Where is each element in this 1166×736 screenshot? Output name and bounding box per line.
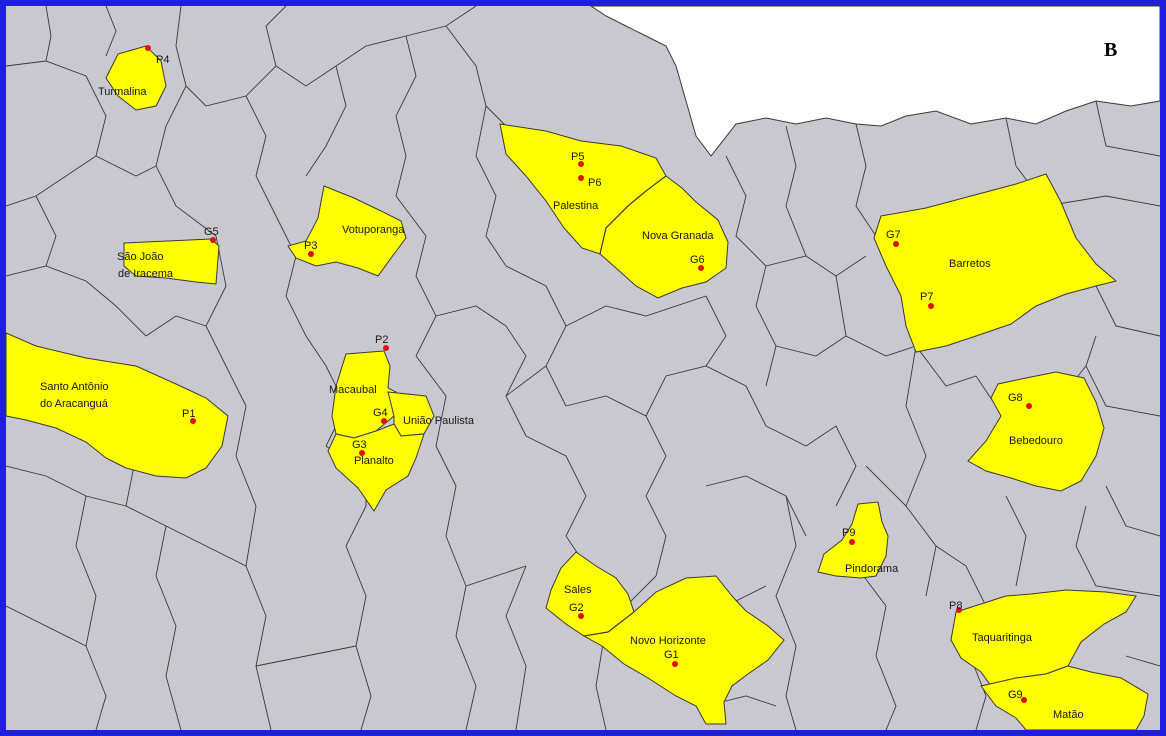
sales-novo-horizonte-divider	[583, 611, 635, 637]
label-bebedouro: Bebedouro	[1009, 435, 1063, 447]
point-g5	[210, 237, 216, 243]
region-taquaritinga	[950, 589, 1137, 687]
label-palestina: Palestina	[553, 200, 599, 212]
point-label-g9: G9	[1008, 689, 1023, 701]
point-p6	[578, 175, 584, 181]
region-bebedouro	[967, 371, 1105, 492]
region-matao	[980, 665, 1149, 730]
label-santo-antonio-line2: do Aracanguá	[40, 398, 109, 410]
palestina-nova-granada-divider	[599, 175, 667, 255]
label-santo-antonio-line1: Santo Antônio	[40, 381, 109, 393]
point-g2	[578, 613, 584, 619]
point-p7	[928, 303, 934, 309]
point-label-p6: P6	[588, 177, 601, 189]
sampling-points: P4 G5 P3 P5 P6 G6 G7 P7 P2 P1 G4 G3 G8 P…	[145, 45, 1032, 703]
region-planalto	[327, 423, 425, 512]
point-label-g2: G2	[569, 602, 584, 614]
point-p3	[308, 251, 314, 257]
label-matao: Matão	[1053, 709, 1084, 721]
point-label-g3: G3	[352, 439, 367, 451]
municipality-labels: Turmalina São João de Iracema Votuporang…	[40, 86, 1084, 721]
point-g7	[893, 241, 899, 247]
region-santo-antonio	[6, 332, 229, 479]
region-barretos	[873, 173, 1118, 353]
region-votuporanga	[287, 185, 407, 277]
point-p2	[383, 345, 389, 351]
point-label-g4: G4	[373, 407, 388, 419]
point-p1	[190, 418, 196, 424]
label-barretos: Barretos	[949, 258, 991, 270]
label-taquaritinga: Taquaritinga	[972, 632, 1033, 644]
point-p5	[578, 161, 584, 167]
point-label-p3: P3	[304, 240, 317, 252]
point-g3	[359, 450, 365, 456]
sea-area	[590, 6, 1160, 157]
label-votuporanga: Votuporanga	[342, 224, 405, 236]
point-g1	[672, 661, 678, 667]
label-uniao-paulista: União Paulista	[403, 415, 475, 427]
point-label-p2: P2	[375, 334, 388, 346]
point-label-g5: G5	[204, 226, 219, 238]
point-p9	[849, 539, 855, 545]
label-pindorama: Pindorama	[845, 563, 899, 575]
point-label-g7: G7	[886, 229, 901, 241]
point-g6	[698, 265, 704, 271]
point-p8	[956, 607, 962, 613]
point-p4	[145, 45, 151, 51]
point-label-p5: P5	[571, 151, 584, 163]
label-novo-horizonte: Novo Horizonte	[630, 635, 706, 647]
point-g8	[1026, 403, 1032, 409]
point-label-p9: P9	[842, 527, 855, 539]
region-novo-horizonte	[582, 575, 785, 725]
point-label-g6: G6	[690, 254, 705, 266]
point-label-g1: G1	[664, 649, 679, 661]
point-label-p8: P8	[949, 600, 962, 612]
highlighted-municipalities	[6, 45, 1149, 730]
label-planalto: Planalto	[354, 455, 394, 467]
map-canvas: Turmalina São João de Iracema Votuporang…	[6, 6, 1160, 730]
label-sao-joao-line1: São João	[117, 251, 163, 263]
point-g9	[1021, 697, 1027, 703]
region-turmalina	[105, 45, 167, 111]
label-turmalina: Turmalina	[98, 86, 147, 98]
label-macaubal: Macaubal	[329, 384, 377, 396]
label-sao-joao-line2: de Iracema	[118, 268, 174, 280]
panel-label: B	[1104, 39, 1117, 61]
point-label-g8: G8	[1008, 392, 1023, 404]
point-g4	[381, 418, 387, 424]
point-label-p7: P7	[920, 291, 933, 303]
label-sales: Sales	[564, 584, 592, 596]
point-label-p4: P4	[156, 54, 169, 66]
point-label-p1: P1	[182, 408, 195, 420]
label-nova-granada: Nova Granada	[642, 230, 714, 242]
